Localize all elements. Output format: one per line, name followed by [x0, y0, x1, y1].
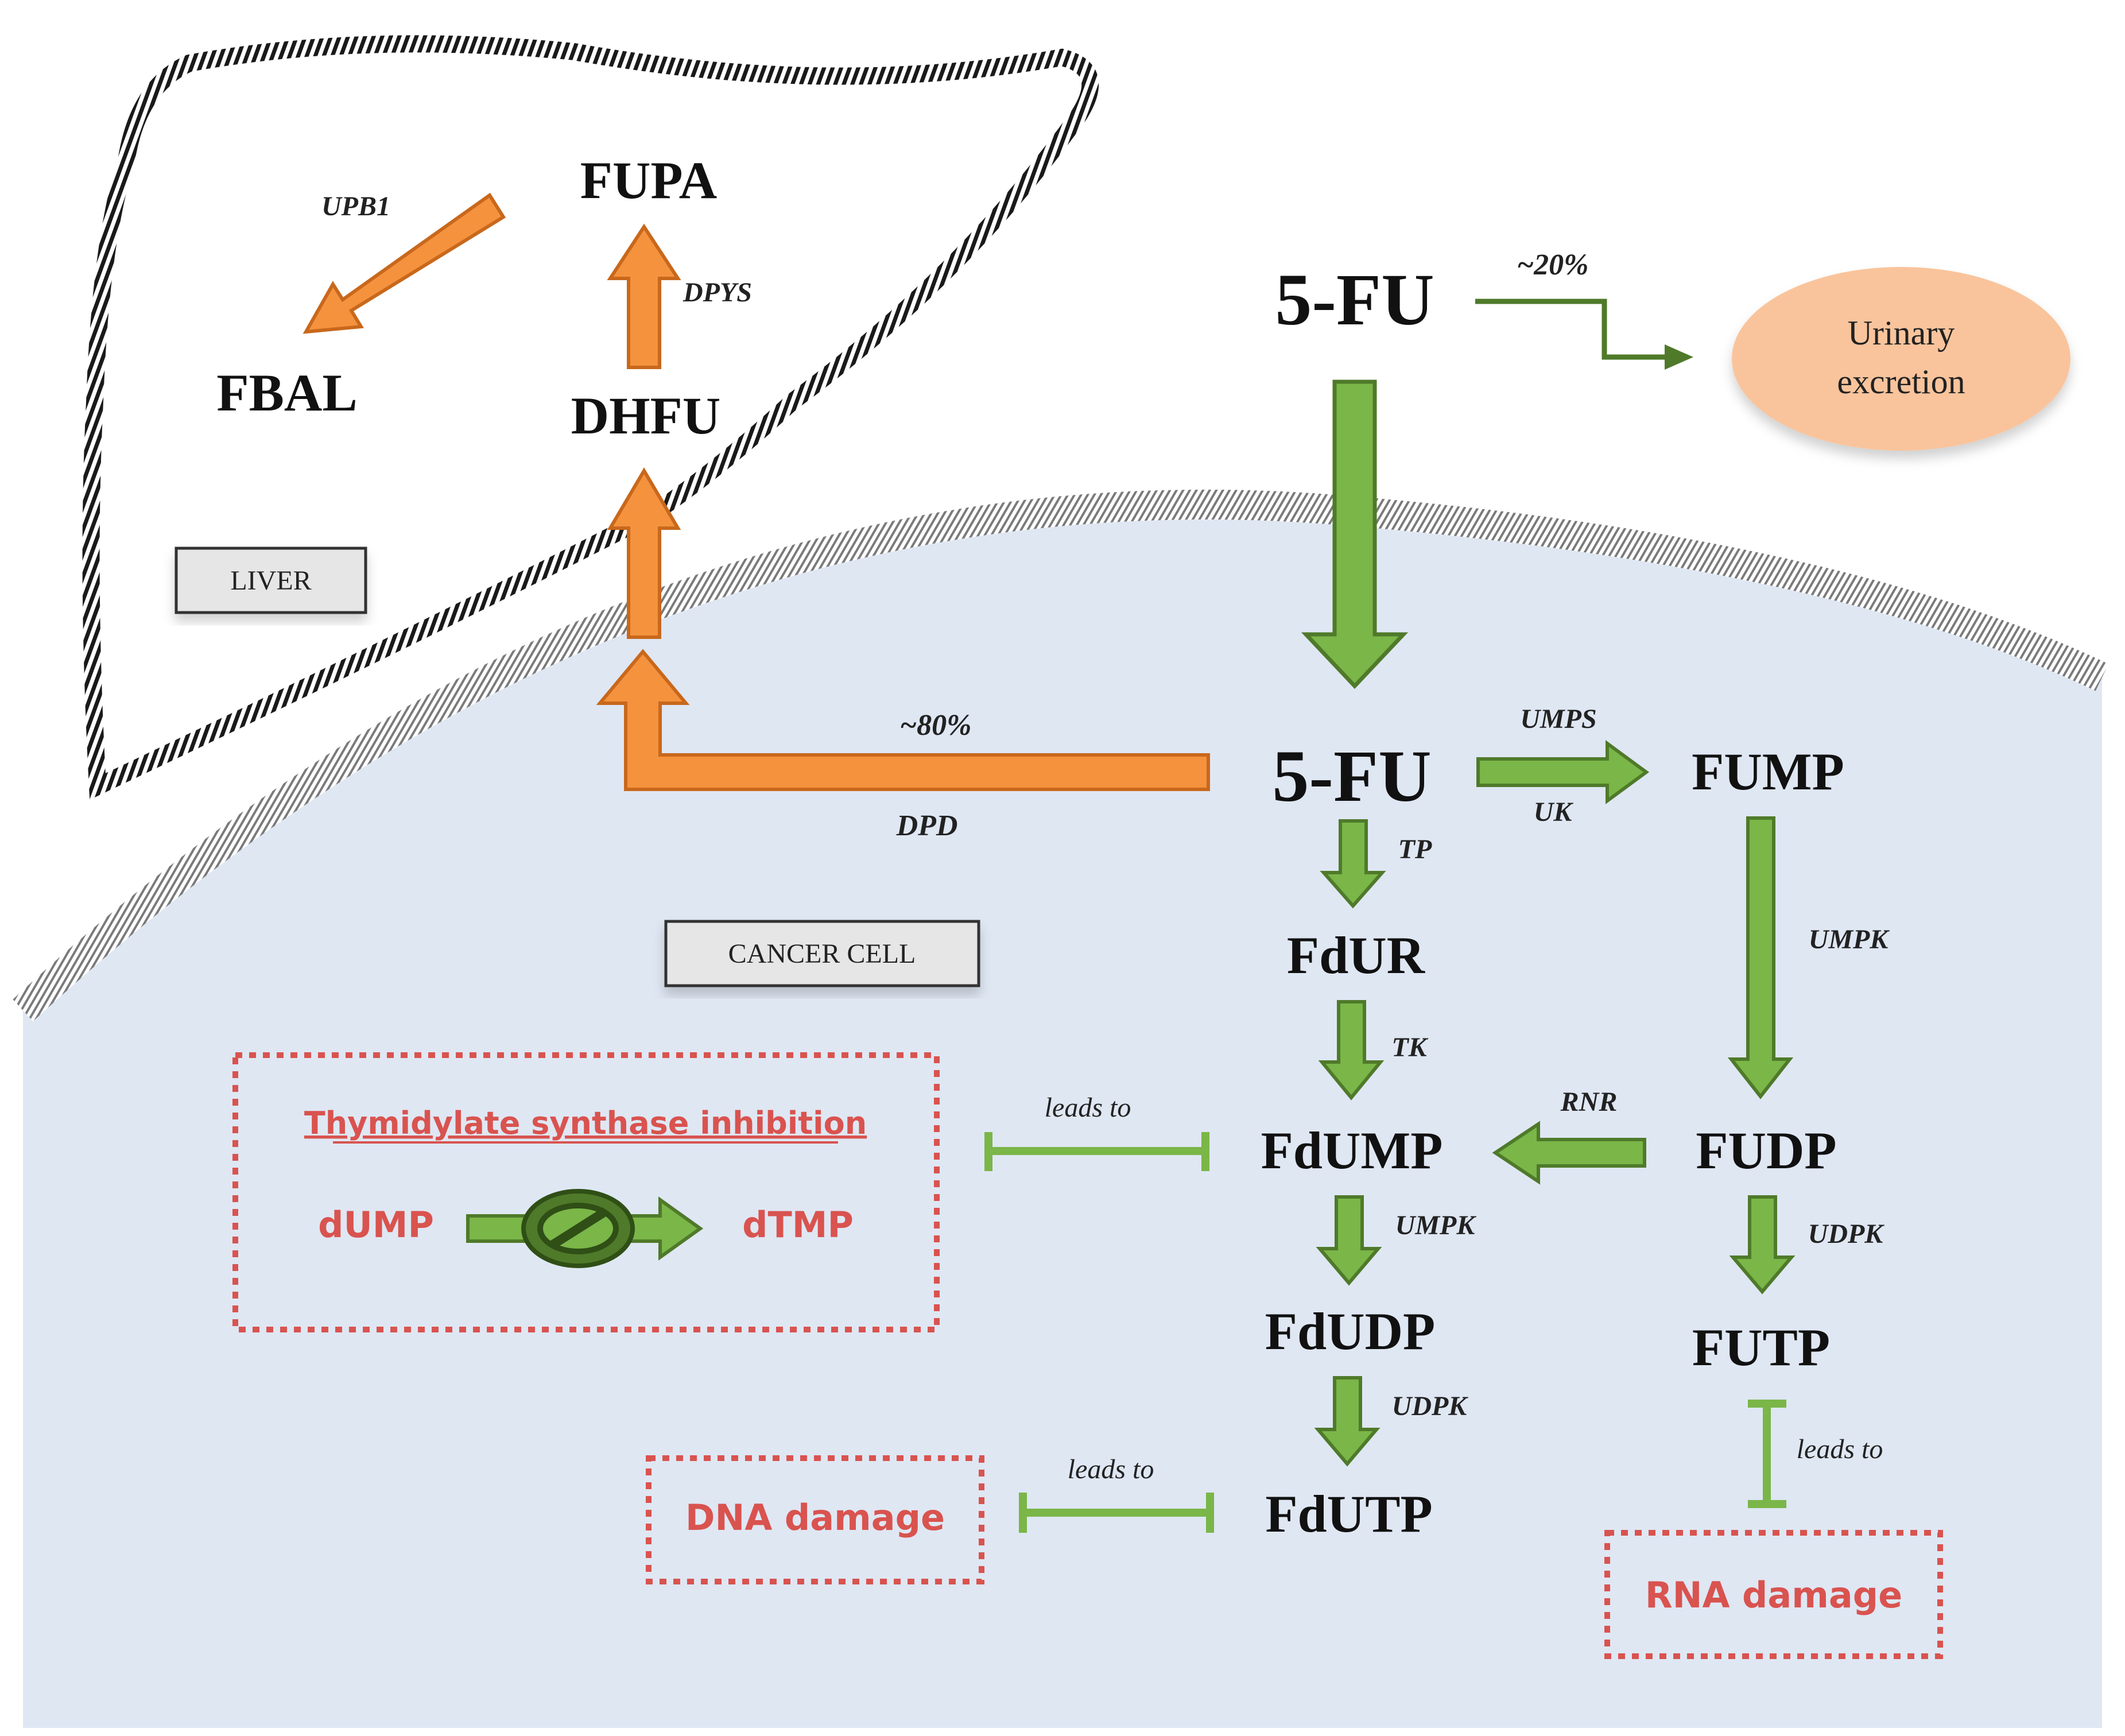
cancer-cell-label-box: [664, 920, 980, 987]
dna-damage-box: [646, 1455, 984, 1584]
metabolite-fdump: FdUMP: [1261, 1121, 1443, 1180]
metabolite-fudp: FUDP: [1696, 1121, 1836, 1180]
dna-damage-label: DNA damage: [685, 1497, 945, 1539]
enzyme-umpk-center: UMPK: [1395, 1210, 1477, 1241]
dpd-elbow-arrow: [596, 649, 1210, 791]
dpys-arrow: [607, 223, 681, 369]
udpk-center-arrow: [1314, 1376, 1381, 1467]
cancer-cell-membrane: [13, 489, 2109, 1022]
liver-label: LIVER: [230, 565, 311, 596]
metabolite-5fu-extracellular: 5-FU: [1275, 259, 1434, 340]
upb1-arrow-shape: [303, 192, 506, 334]
urinary-arrowhead: [1665, 344, 1693, 370]
metabolite-5fu-intracellular: 5-FU: [1272, 735, 1431, 817]
prohibited-icon: [521, 1189, 635, 1268]
ts-dtmp-label: dTMP: [742, 1204, 854, 1246]
enzyme-tp: TP: [1398, 834, 1432, 865]
cancer-cell-body: [23, 504, 2102, 1728]
cancer-cell-label: CANCER CELL: [728, 939, 916, 969]
enzyme-rnr: RNR: [1560, 1087, 1618, 1117]
metabolite-fbal: FBAL: [216, 363, 357, 422]
metabolite-fdur: FdUR: [1287, 926, 1426, 985]
ts-inhibition-title: Thymidylate synthase inhibition: [304, 1105, 867, 1141]
liver-label-box: [175, 547, 367, 614]
uptake-arrow: [1301, 379, 1409, 689]
enzyme-udpk-center: UDPK: [1392, 1391, 1469, 1421]
metabolite-fupa: FUPA: [580, 151, 717, 210]
dna-inhibition-bar: [1019, 1493, 1214, 1533]
enzyme-uk: UK: [1534, 797, 1574, 827]
enzyme-dpd: DPD: [896, 809, 958, 842]
ts-dump-label: dUMP: [318, 1204, 434, 1246]
rna-damage-box: [1604, 1530, 1943, 1659]
urinary-excretion-line1: Urinary: [1848, 314, 1955, 352]
umps-arrow: [1476, 740, 1650, 804]
metabolite-futp: FUTP: [1692, 1318, 1830, 1377]
tp-arrow: [1320, 819, 1386, 909]
rna-damage-label: RNA damage: [1645, 1574, 1902, 1616]
urinary-excretion-ellipse: [1732, 267, 2070, 451]
enzyme-tk: TK: [1391, 1032, 1428, 1063]
rnr-arrow: [1492, 1121, 1646, 1185]
orange-arrow-to-dhfu: [607, 467, 681, 639]
metabolite-dhfu: DHFU: [571, 386, 721, 445]
urinary-line: [1475, 299, 1670, 360]
ts-inhibition-box: [232, 1052, 940, 1332]
metabolite-fdudp: FdUDP: [1265, 1302, 1435, 1361]
urinary-excretion-line2: excretion: [1837, 363, 1965, 401]
enzyme-udpk-right: UDPK: [1808, 1219, 1885, 1249]
percent-urinary: ~20%: [1517, 249, 1589, 281]
udpk-right-arrow: [1729, 1195, 1796, 1295]
metabolite-fdutp: FdUTP: [1265, 1485, 1432, 1543]
enzyme-umpk-right: UMPK: [1809, 924, 1890, 955]
rna-inhibition-bar: [1748, 1400, 1786, 1508]
ts-inhibition-bar: [984, 1132, 1209, 1171]
percent-dpd: ~80%: [900, 709, 972, 742]
tk-arrow: [1318, 1000, 1385, 1100]
enzyme-dpys: DPYS: [683, 277, 752, 308]
enzyme-upb1: UPB1: [321, 191, 390, 222]
umpk-center-arrow: [1316, 1195, 1382, 1286]
leads-to-rna-label: leads to: [1797, 1434, 1883, 1464]
enzyme-umps: UMPS: [1520, 704, 1596, 734]
umpk-right-arrow: [1727, 816, 1794, 1099]
leads-to-ts-label: leads to: [1045, 1092, 1131, 1123]
leads-to-dna-label: leads to: [1068, 1454, 1154, 1485]
metabolite-fump: FUMP: [1692, 742, 1844, 801]
